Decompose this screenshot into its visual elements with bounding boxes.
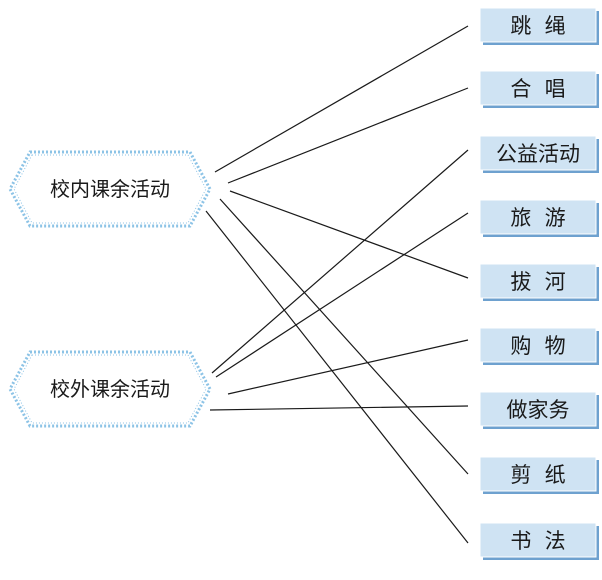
activity-box-face [479, 199, 597, 235]
activity-box: 旅 游 [479, 199, 599, 237]
activity-box-face [479, 522, 597, 558]
activity-box: 剪 纸 [479, 456, 599, 494]
activity-label: 公益活动 [496, 142, 580, 166]
category-outside-label: 校外课余活动 [50, 377, 170, 401]
activity-box: 跳 绳 [479, 7, 599, 45]
activity-label: 书 法 [510, 529, 565, 553]
category-outside-frame-inner [13, 354, 207, 424]
category-inside-frame-inner [13, 154, 207, 224]
activity-label: 购 物 [510, 334, 565, 358]
category-inside-label: 校内课余活动 [50, 177, 170, 201]
connector-line [209, 405, 469, 411]
connector-lines [205, 25, 469, 544]
activity-box: 公益活动 [479, 135, 599, 173]
activity-label: 跳 绳 [510, 14, 565, 38]
activity-label: 旅 游 [510, 206, 565, 230]
activity-box: 拔 河 [479, 263, 599, 301]
activity-box-face [479, 391, 597, 427]
category-outside-frame [8, 350, 212, 428]
activity-box-face [479, 456, 597, 492]
activity-label: 拔 河 [510, 270, 565, 294]
activity-label: 剪 纸 [510, 463, 565, 487]
connector-line [205, 210, 469, 544]
category-outside: 校外课余活动 [8, 350, 212, 428]
connector-line [227, 339, 469, 395]
activity-box: 购 物 [479, 327, 599, 365]
activity-box: 合 唱 [479, 70, 599, 108]
activity-label: 做家务 [507, 398, 570, 422]
connector-line [211, 149, 469, 374]
activity-label: 合 唱 [510, 77, 565, 101]
activity-box-face [479, 263, 597, 299]
connector-line [229, 190, 469, 279]
activity-box: 书 法 [479, 522, 599, 560]
connector-line [227, 87, 469, 184]
connector-line [219, 198, 469, 475]
activity-box-face [479, 327, 597, 363]
category-inside-frame [8, 150, 212, 228]
connector-line [214, 25, 469, 173]
activity-box-face [479, 7, 597, 43]
category-inside: 校内课余活动 [8, 150, 212, 228]
connector-line [215, 212, 469, 378]
activity-box-face [479, 70, 597, 106]
activity-box-face [479, 135, 597, 171]
activity-box: 做家务 [479, 391, 599, 429]
